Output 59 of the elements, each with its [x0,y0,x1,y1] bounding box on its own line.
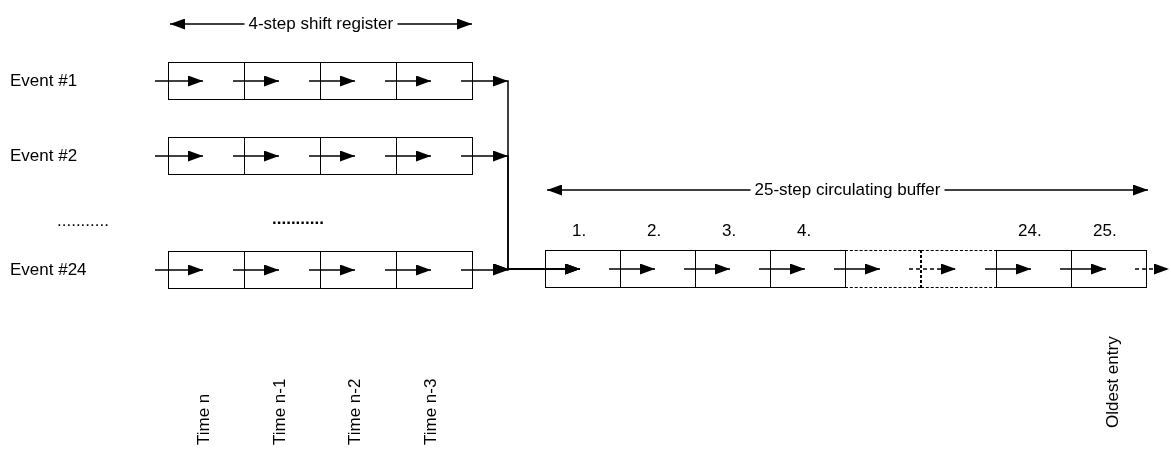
time-label: Time n-2 [345,378,363,445]
register-cell [244,62,321,100]
register-cell [396,251,473,289]
arrow [758,263,806,275]
arrow [460,264,581,276]
buffer-cell [845,250,921,288]
step-number: 1. [572,222,587,239]
register-cell [244,251,321,289]
buffer-cell [921,250,997,288]
time-label: Time n-3 [421,378,439,445]
arrow [154,75,204,87]
ellipsis: ........... [57,212,109,229]
step-number: 2. [647,222,662,239]
arrow [984,263,1032,275]
step-number: 4. [797,222,812,239]
arrow [384,150,432,162]
arrow [683,263,731,275]
arrow [833,263,881,275]
arrow [308,75,356,87]
row-label: Event #1 [10,72,78,89]
arrow [232,264,280,276]
register-cell [396,137,473,175]
register-cell [320,62,397,100]
buffer-cell [770,250,846,288]
arrow [154,150,204,162]
time-label: Time n-1 [270,378,288,445]
step-number: 25. [1093,222,1117,239]
register-cell [396,62,473,100]
entry-label: Oldest entry [1103,336,1121,428]
register-cell [168,137,245,175]
register-cell [320,251,397,289]
register-cell [168,251,245,289]
row-label: Event #24 [10,261,87,278]
buffer-cell [996,250,1072,288]
time-label: Time n [194,393,212,445]
arrow [154,264,204,276]
arrow [384,264,432,276]
buffer-cell [695,250,771,288]
dimension-label: 4-step shift register [248,15,394,32]
buffer-cell [620,250,696,288]
dimension-label: 25-step circulating buffer [754,181,941,198]
arrow [1134,263,1170,275]
arrow [384,75,432,87]
buffer-cell [545,250,621,288]
arrow [1059,263,1107,275]
arrow [908,263,957,275]
arrow [308,150,356,162]
arrow [232,75,280,87]
register-cell [168,62,245,100]
arrow [232,150,280,162]
register-cell [320,137,397,175]
arrow [308,264,356,276]
row-label: Event #2 [10,147,78,164]
ellipsis: ........... [272,210,324,227]
step-number: 3. [722,222,737,239]
register-cell [244,137,321,175]
step-number: 24. [1018,222,1042,239]
arrow [608,263,656,275]
buffer-cell [1071,250,1147,288]
